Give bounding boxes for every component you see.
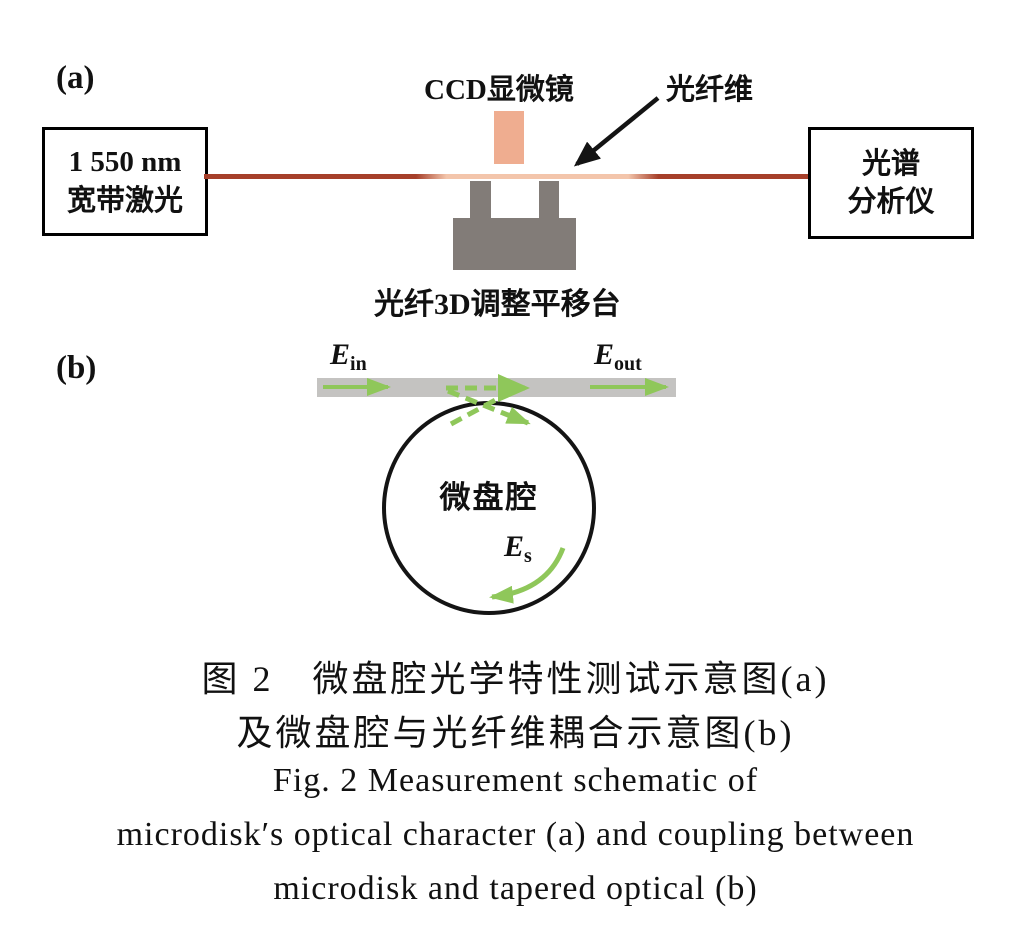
caption-en-line2: microdisk′s optical character (a) and co… bbox=[116, 816, 915, 853]
microdisk-label: 微盘腔 bbox=[439, 480, 539, 515]
stage-label: 光纤3D调整平移台 bbox=[374, 288, 621, 321]
e-s-subscript: s bbox=[524, 545, 532, 567]
panel-b-label: (b) bbox=[56, 350, 97, 386]
analyzer-name-line1: 光谱 bbox=[861, 147, 920, 180]
e-in-symbol: E bbox=[330, 338, 351, 371]
laser-name: 宽带激光 bbox=[66, 184, 183, 217]
e-s-symbol: E bbox=[504, 530, 525, 563]
fiber-pointer-label: 光纤维 bbox=[666, 74, 754, 106]
analyzer-name-line2: 分析仪 bbox=[847, 186, 935, 218]
e-out-subscript: out bbox=[614, 353, 642, 375]
caption-en-line3: microdisk and tapered optical (b) bbox=[273, 870, 758, 907]
panel-a-label: (a) bbox=[56, 60, 95, 96]
e-out-label: Eout bbox=[594, 338, 642, 376]
ccd-microscope-label: CCD显微镜 bbox=[424, 74, 574, 106]
laser-wavelength: 1 550 nm bbox=[68, 146, 182, 179]
coupling-out-of-disk-dashed-line-icon bbox=[449, 387, 516, 427]
e-s-label: Es bbox=[504, 530, 532, 568]
e-in-label: Ein bbox=[330, 338, 367, 376]
ccd-camera-icon bbox=[494, 111, 524, 164]
spectrum-analyzer-box: 光谱 分析仪 bbox=[808, 127, 974, 239]
caption-en-line1: Fig. 2 Measurement schematic of bbox=[272, 762, 759, 799]
tapered-fiber-bar bbox=[317, 378, 676, 397]
e-in-subscript: in bbox=[350, 353, 367, 375]
e-out-symbol: E bbox=[594, 338, 615, 371]
field-arrows-overlay bbox=[323, 374, 669, 604]
stage-post-right bbox=[539, 181, 559, 221]
stage-base bbox=[453, 218, 576, 270]
fiber-annotation-arrow-icon bbox=[573, 96, 660, 167]
optical-fiber-line bbox=[204, 174, 810, 179]
caption-zh-line1: 图 2 微盘腔光学特性测试示意图(a) bbox=[201, 659, 830, 699]
microdisk-circle bbox=[382, 401, 596, 615]
coupling-into-disk-dashed-arrow-icon bbox=[447, 388, 531, 426]
disk-circulation-arrow-icon bbox=[489, 547, 566, 604]
stage-post-left bbox=[470, 181, 491, 221]
caption-zh-line2: 及微盘腔与光纤维耦合示意图(b) bbox=[236, 713, 795, 753]
laser-source-box: 1 550 nm 宽带激光 bbox=[42, 127, 208, 236]
